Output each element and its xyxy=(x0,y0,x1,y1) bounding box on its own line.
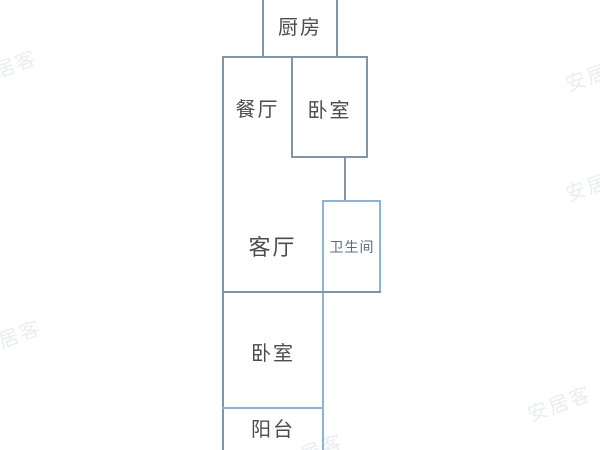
wall-connector xyxy=(344,158,346,202)
room-label-living: 客厅 xyxy=(248,235,297,260)
room-label-bathroom: 卫生间 xyxy=(329,241,375,256)
watermark-text: 安居客 xyxy=(563,53,600,97)
wall-kitchen-left xyxy=(262,0,264,58)
wall-bedroom-top-divider xyxy=(291,56,293,158)
room-label-bedroom-bottom: 卧室 xyxy=(251,343,295,365)
room-label-balcony: 阳台 xyxy=(251,419,295,441)
room-label-kitchen: 厨房 xyxy=(278,17,322,39)
wall-living-bottom xyxy=(222,291,381,293)
watermark-text: 安居客 xyxy=(0,47,41,91)
watermark-text: 安居客 xyxy=(525,383,595,427)
room-label-bedroom-top: 卧室 xyxy=(307,100,352,122)
wall-kitchen-right xyxy=(336,0,338,58)
room-label-dining: 餐厅 xyxy=(235,99,280,121)
wall-right-lower xyxy=(322,293,324,450)
wall-balcony-top xyxy=(222,407,324,409)
wall-bedroom-top-right xyxy=(366,56,368,158)
wall-left-outer xyxy=(222,56,224,450)
watermark-text: 安居客 xyxy=(563,163,600,207)
watermark-text: 安居客 xyxy=(0,317,45,361)
wall-bedroom-top-bottom xyxy=(291,156,368,158)
wall-upper-top xyxy=(222,56,368,58)
